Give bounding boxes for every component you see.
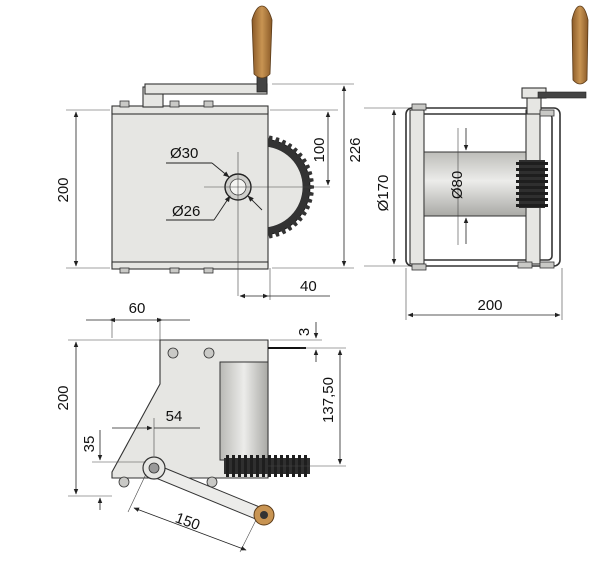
gear-tooth	[285, 223, 293, 231]
gear-tooth	[274, 229, 280, 237]
gear-tooth	[250, 455, 253, 477]
top-handle-knob-icon	[253, 504, 275, 526]
gear-tooth	[291, 219, 298, 227]
bolt	[203, 267, 214, 274]
gear-tooth	[516, 204, 548, 207]
bolt	[539, 261, 555, 269]
dim-side-dia-170: Ø170	[375, 175, 392, 212]
gear-tooth	[280, 227, 287, 235]
gear-tooth	[516, 192, 548, 195]
bolt	[411, 263, 427, 271]
bolt	[167, 347, 179, 359]
bolt	[517, 261, 533, 269]
gear-tooth	[516, 198, 548, 201]
dim-front-dia-26: Ø26	[172, 203, 200, 220]
gear-tooth	[262, 455, 265, 477]
gear-tooth	[307, 191, 314, 196]
dim-front-226: 226	[347, 137, 364, 162]
gear-tooth	[299, 158, 307, 165]
gear-tooth	[307, 178, 314, 183]
gear-tooth	[516, 168, 548, 171]
dim-front-dia-30: Ø30	[170, 145, 198, 162]
bolt	[169, 100, 180, 108]
gear-tooth	[303, 203, 311, 210]
bolt	[169, 267, 180, 274]
gear-tooth	[295, 214, 303, 222]
gear-tooth	[226, 455, 229, 477]
dim-top-150: 150	[173, 510, 202, 535]
gear-tooth	[295, 152, 303, 160]
top-view: 60 200 35 54 3 137,50 150	[55, 300, 346, 553]
gear-tooth	[274, 137, 280, 145]
bolt	[119, 100, 130, 108]
gear-tooth	[516, 186, 548, 189]
bolt	[118, 476, 130, 488]
bolt	[203, 100, 214, 108]
dim-top-35: 35	[81, 436, 98, 453]
gear-tooth	[256, 455, 259, 477]
dim-side-200: 200	[477, 297, 502, 314]
dim-top-54: 54	[166, 408, 183, 425]
front-crank-arm	[144, 83, 268, 95]
gear-tooth	[516, 162, 548, 165]
gear-tooth	[267, 135, 273, 143]
bolt	[539, 109, 555, 117]
gear-tooth	[280, 139, 287, 147]
side-handle-icon	[571, 5, 589, 85]
gear-tooth	[285, 143, 293, 151]
side-frame	[405, 107, 561, 267]
dim-top-60: 60	[129, 300, 146, 317]
side-view: Ø170 Ø80 200	[364, 5, 589, 320]
gear-tooth	[267, 231, 273, 239]
gear-tooth	[299, 209, 307, 216]
side-gear-icon	[516, 160, 548, 208]
side-left-plate	[409, 109, 425, 265]
front-top-flange	[111, 105, 269, 115]
dim-front-100: 100	[311, 137, 328, 162]
gear-tooth	[516, 174, 548, 177]
top-drum	[219, 361, 269, 461]
dim-side-dia-80: Ø80	[449, 171, 466, 199]
bolt	[411, 103, 427, 111]
side-drum	[423, 151, 527, 217]
gear-tooth	[305, 197, 313, 203]
dim-front-40: 40	[300, 278, 317, 295]
gear-tooth	[291, 147, 298, 155]
gear-tooth	[516, 180, 548, 183]
dim-top-3: 3	[296, 328, 313, 336]
gear-tooth	[303, 164, 311, 171]
dim-top-137-50: 137,50	[320, 377, 337, 423]
front-handle-icon	[251, 5, 273, 93]
side-shaft	[526, 95, 542, 115]
dim-front-height: 200	[55, 177, 72, 202]
front-bottom-flange	[111, 261, 269, 270]
gear-tooth	[238, 455, 241, 477]
bolt	[119, 267, 130, 274]
front-view: 200 Ø30 Ø26 100 226 40	[55, 5, 364, 300]
dim-top-200: 200	[55, 385, 72, 410]
bolt	[203, 347, 215, 359]
gear-tooth	[305, 171, 313, 177]
gear-tooth	[244, 455, 247, 477]
gear-tooth	[232, 455, 235, 477]
top-crank-arm	[142, 456, 263, 521]
